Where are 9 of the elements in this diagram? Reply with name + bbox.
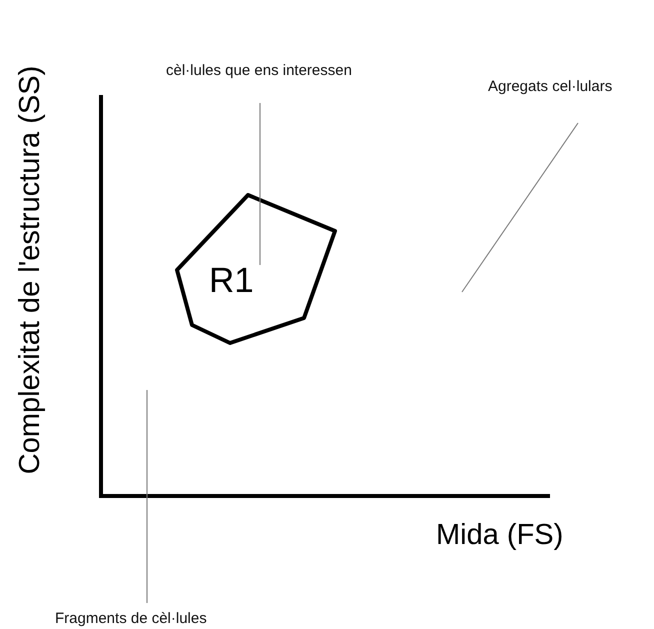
callout-text: Fragments de cèl·lules	[55, 610, 207, 628]
callout-text: Agregats cel·lulars	[488, 78, 612, 96]
leader-line	[146, 390, 148, 604]
axis-title: Mida (FS)	[436, 518, 564, 552]
region-label: R1	[209, 261, 254, 301]
axis-title: Complexitat de l'estructura (SS)	[13, 64, 47, 476]
leader-line	[462, 122, 578, 292]
gate-polygon	[175, 193, 337, 345]
callout-text: cèl·lules que ens interessen	[166, 62, 352, 80]
